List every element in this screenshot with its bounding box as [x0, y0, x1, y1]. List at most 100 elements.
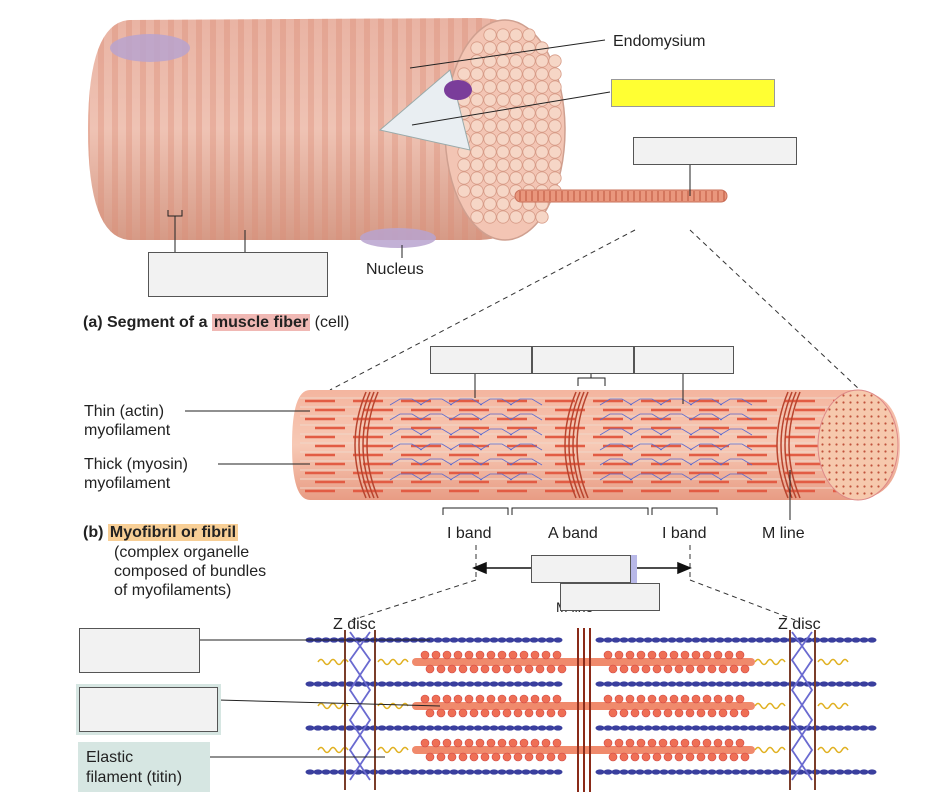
actin-bead — [867, 681, 877, 687]
myosin-head — [431, 694, 441, 704]
titin-spring — [377, 658, 409, 666]
myosin-head — [680, 650, 690, 660]
lattice — [389, 443, 423, 451]
actin-bead — [433, 725, 443, 731]
myosin-head — [557, 664, 567, 674]
actin-bead — [723, 769, 733, 775]
answer-box-band-2[interactable] — [532, 346, 634, 374]
caption-a-suffix: (cell) — [314, 314, 350, 331]
myofibril-dot — [509, 158, 523, 172]
myofibril-dot — [535, 132, 549, 146]
myosin-head — [729, 664, 739, 674]
z-disc-curve — [366, 391, 379, 499]
actin-bead — [441, 637, 451, 643]
actin-bead — [409, 769, 419, 775]
myosin-head — [652, 664, 662, 674]
z-disc-left-label: Z disc — [333, 616, 376, 633]
caption-a-prefix: (a) Segment of a — [83, 314, 208, 331]
myosin-head — [447, 708, 457, 718]
lattice — [629, 428, 663, 436]
actin-bead — [377, 681, 387, 687]
myofibril-dot — [509, 171, 523, 185]
elastic-filament-label-1: Elastic — [86, 749, 134, 766]
actin-bead — [473, 725, 483, 731]
actin-bead — [755, 769, 765, 775]
myosin-head — [669, 694, 679, 704]
myosin-head — [508, 738, 518, 748]
leader-lines-a — [167, 39, 691, 258]
actin-bead — [739, 681, 749, 687]
myosin-head — [625, 694, 635, 704]
actin-bead — [545, 769, 555, 775]
actin-bead — [441, 725, 451, 731]
myosin-head — [535, 664, 545, 674]
myofibril-striations — [519, 191, 725, 201]
myosin-head — [691, 694, 701, 704]
myofibril-dot — [470, 54, 484, 68]
myofibril-dot — [535, 80, 549, 94]
myosin-head — [420, 650, 430, 660]
actin-bead — [771, 681, 781, 687]
titin-spring — [317, 658, 349, 666]
myosin-head — [718, 664, 728, 674]
lattice — [419, 473, 453, 481]
actin-bead — [329, 725, 339, 731]
actin-bead — [409, 725, 419, 731]
actin-bead — [553, 637, 563, 643]
actin-bead — [699, 681, 709, 687]
myosin-head — [663, 708, 673, 718]
myosin-head — [491, 752, 501, 762]
myosin-head — [431, 738, 441, 748]
answer-box-myofibril[interactable] — [633, 137, 797, 165]
actin-bead — [513, 637, 523, 643]
myosin-head — [608, 752, 618, 762]
actin-bead — [731, 681, 741, 687]
actin-bead — [603, 637, 613, 643]
answer-box-band-1[interactable] — [430, 346, 532, 374]
myosin-head — [696, 708, 706, 718]
actin-bead — [321, 725, 331, 731]
myofibril-dot — [496, 119, 510, 133]
myofibril-dot — [509, 210, 523, 224]
actin-bead — [747, 637, 757, 643]
lattice — [599, 428, 633, 436]
myosin-head — [630, 708, 640, 718]
leader-lines-c — [200, 639, 441, 758]
myofibril-dot — [457, 184, 471, 198]
myosin-head — [458, 752, 468, 762]
myosin-head — [420, 738, 430, 748]
actin-bead — [691, 637, 701, 643]
lattice — [689, 443, 723, 451]
lattice — [449, 473, 483, 481]
lattice — [659, 413, 693, 421]
lattice — [719, 443, 753, 451]
myosin-head — [724, 650, 734, 660]
lattice — [599, 398, 633, 406]
lattice — [509, 458, 543, 466]
z-disc-curve — [576, 391, 589, 499]
z-disc-curve — [354, 391, 367, 499]
answer-box-band-3[interactable] — [634, 346, 734, 374]
myosin-head — [524, 752, 534, 762]
actin-bead — [457, 637, 467, 643]
myosin-head — [713, 650, 723, 660]
answer-box-m-line[interactable] — [560, 583, 660, 611]
actin-bead — [667, 681, 677, 687]
actin-bead — [595, 637, 605, 643]
myofibril-dot — [496, 210, 510, 224]
answer-box-yellow[interactable] — [611, 79, 775, 107]
answer-box-sarcomere[interactable] — [531, 555, 631, 583]
myosin-head — [647, 650, 657, 660]
actin-bead — [683, 769, 693, 775]
actin-bead — [747, 681, 757, 687]
answer-box-striations[interactable] — [148, 252, 328, 297]
answer-box-thin-filament[interactable] — [79, 628, 200, 673]
actin-bead — [393, 681, 403, 687]
answer-box-thick-filament[interactable] — [79, 687, 218, 732]
myofibril-dot — [470, 41, 484, 55]
lattice — [509, 413, 543, 421]
myofibril-dot — [483, 197, 497, 211]
myosin-head — [647, 738, 657, 748]
actin-bead — [595, 681, 605, 687]
actin-bead — [859, 681, 869, 687]
